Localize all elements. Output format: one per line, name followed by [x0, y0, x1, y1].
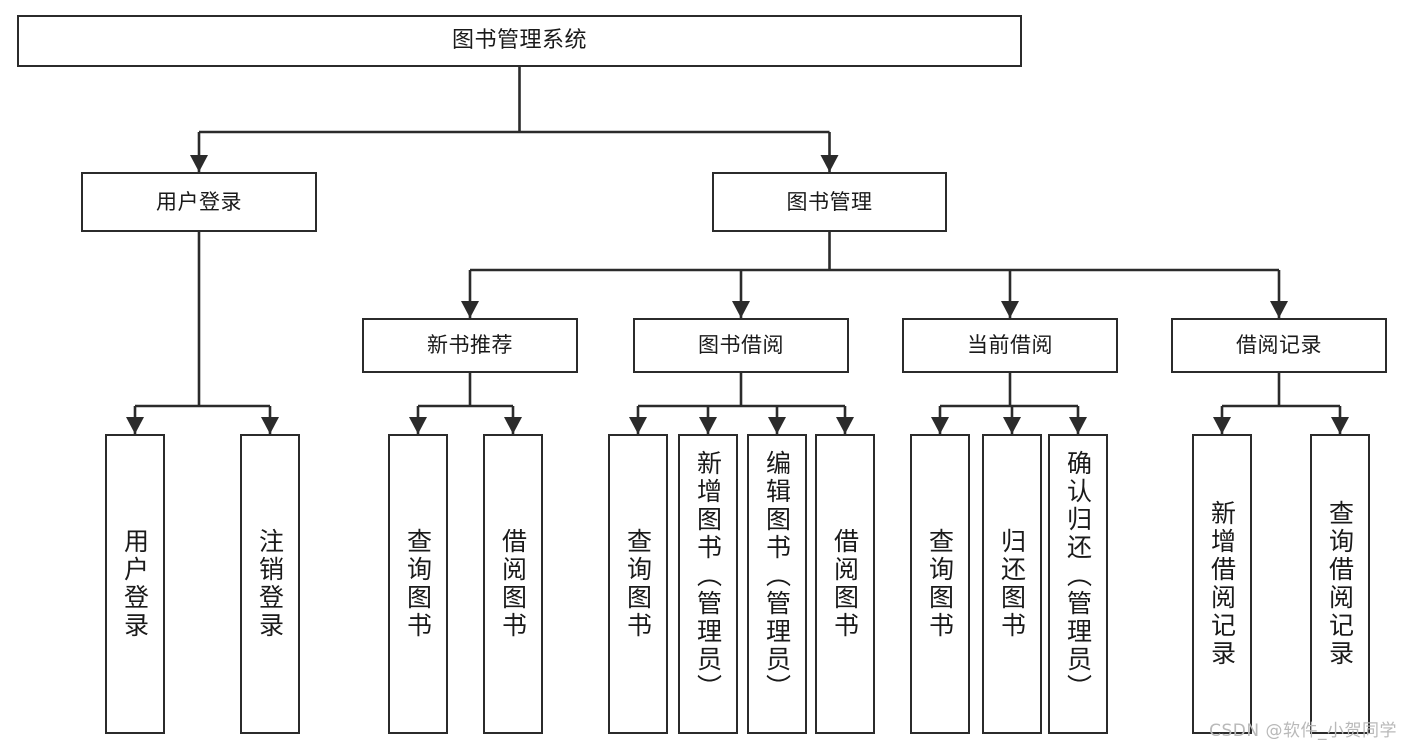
- node-label: 当前借阅: [967, 333, 1053, 358]
- arrow-head-current-borrow: [1001, 301, 1019, 318]
- node-root[interactable]: 图书管理系统: [17, 15, 1022, 67]
- arrow-head-leaf-borrow-book-2: [836, 417, 854, 434]
- node-leaf-add-book[interactable]: 新增图书（管理员）: [678, 434, 738, 734]
- arrow-head-leaf-user-login: [126, 417, 144, 434]
- node-leaf-user-login[interactable]: 用户登录: [105, 434, 165, 734]
- node-leaf-query-record[interactable]: 查询借阅记录: [1310, 434, 1370, 734]
- arrow-head-new-book-rec: [461, 301, 479, 318]
- arrow-head-leaf-borrow-book-1: [504, 417, 522, 434]
- node-leaf-borrow-book-1[interactable]: 借阅图书: [483, 434, 543, 734]
- node-book-borrow[interactable]: 图书借阅: [633, 318, 849, 373]
- arrow-head-leaf-edit-book: [768, 417, 786, 434]
- arrow-head-leaf-logout: [261, 417, 279, 434]
- arrow-head-leaf-query-book-1: [409, 417, 427, 434]
- node-leaf-edit-book[interactable]: 编辑图书（管理员）: [747, 434, 807, 734]
- node-borrow-record[interactable]: 借阅记录: [1171, 318, 1387, 373]
- node-leaf-borrow-book-2[interactable]: 借阅图书: [815, 434, 875, 734]
- arrow-head-leaf-query-record: [1331, 417, 1349, 434]
- node-leaf-query-book-2[interactable]: 查询图书: [608, 434, 668, 734]
- watermark-label: CSDN @软件_小贺同学: [1209, 721, 1397, 741]
- node-leaf-query-book-3[interactable]: 查询图书: [910, 434, 970, 734]
- node-label: 图书借阅: [698, 333, 784, 358]
- node-label: 查询图书: [623, 528, 653, 640]
- node-label: 图书管理: [786, 189, 873, 214]
- node-label: 注销登录: [255, 528, 285, 640]
- node-label: 编辑图书（管理员）: [762, 450, 792, 702]
- arrow-head-leaf-add-record: [1213, 417, 1231, 434]
- node-new-book-rec[interactable]: 新书推荐: [362, 318, 578, 373]
- arrow-head-leaf-confirm-return: [1069, 417, 1087, 434]
- node-label: 查询图书: [403, 528, 433, 640]
- node-leaf-add-record[interactable]: 新增借阅记录: [1192, 434, 1252, 734]
- arrow-head-leaf-query-book-2: [629, 417, 647, 434]
- arrow-head-leaf-return-book: [1003, 417, 1021, 434]
- arrow-head-borrow-record: [1270, 301, 1288, 318]
- arrow-head-user-login: [190, 155, 208, 172]
- node-user-login[interactable]: 用户登录: [81, 172, 317, 232]
- node-current-borrow[interactable]: 当前借阅: [902, 318, 1118, 373]
- arrow-head-leaf-query-book-3: [931, 417, 949, 434]
- node-label: 新书推荐: [427, 333, 513, 358]
- node-label: 查询借阅记录: [1325, 500, 1355, 668]
- node-label: 用户登录: [120, 528, 150, 640]
- node-leaf-return-book[interactable]: 归还图书: [982, 434, 1042, 734]
- node-leaf-query-book-1[interactable]: 查询图书: [388, 434, 448, 734]
- node-leaf-logout[interactable]: 注销登录: [240, 434, 300, 734]
- node-label: 新增借阅记录: [1207, 500, 1237, 668]
- arrow-head-book-borrow: [732, 301, 750, 318]
- node-label: 确认归还（管理员）: [1063, 450, 1093, 702]
- node-label: 查询图书: [925, 528, 955, 640]
- node-label: 借阅图书: [498, 528, 528, 640]
- node-label: 借阅图书: [830, 528, 860, 640]
- arrow-head-book-manage: [820, 155, 839, 172]
- node-label: 归还图书: [997, 528, 1027, 640]
- node-label: 借阅记录: [1236, 333, 1322, 358]
- node-label: 用户登录: [156, 189, 242, 214]
- node-label: 新增图书（管理员）: [693, 450, 723, 702]
- arrow-head-leaf-add-book: [699, 417, 717, 434]
- node-label: 图书管理系统: [451, 28, 587, 54]
- node-leaf-confirm-return[interactable]: 确认归还（管理员）: [1048, 434, 1108, 734]
- node-book-manage[interactable]: 图书管理: [712, 172, 947, 232]
